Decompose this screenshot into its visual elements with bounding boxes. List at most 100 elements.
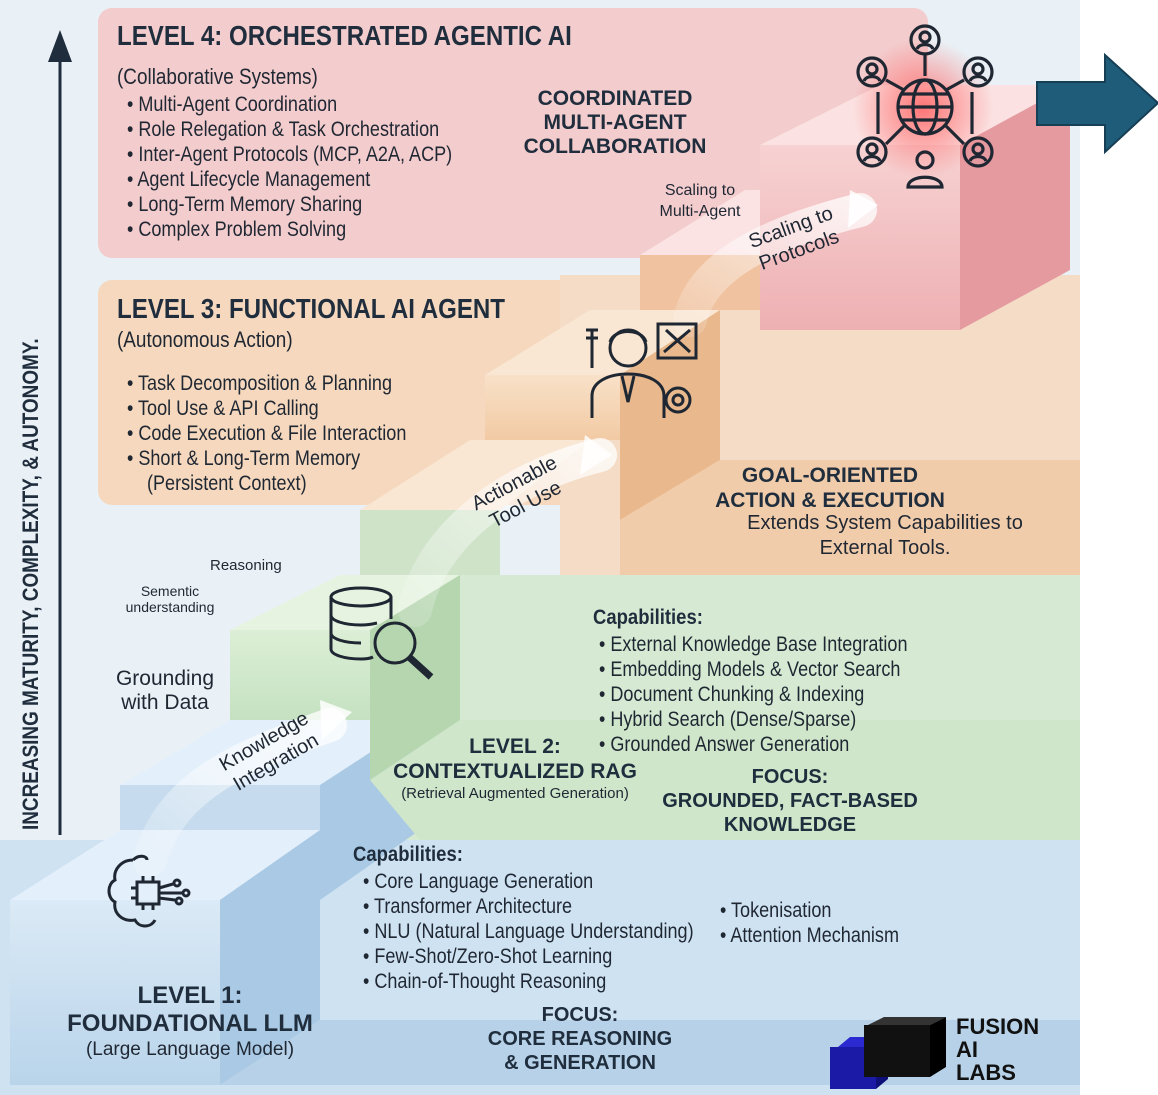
label-line: Sementic <box>140 583 200 599</box>
level1-title-line: LEVEL 1: <box>137 982 243 1009</box>
level4-focus: COORDINATED MULTI-AGENT COLLABORATION <box>520 87 710 159</box>
list-item: Code Execution & File Interaction <box>127 421 506 446</box>
list-item: Task Decomposition & Planning <box>127 371 506 396</box>
level1-title-line: FOUNDATIONAL LLM <box>67 1010 313 1037</box>
next-arrow <box>1036 52 1158 155</box>
list-item: Multi-Agent Coordination <box>127 92 573 117</box>
brain-chip-icon <box>107 854 191 928</box>
flow-ribbon-1 <box>133 708 347 877</box>
step1-front <box>10 900 220 1085</box>
capabilities-heading: Capabilities: <box>593 606 703 629</box>
focus-line: MULTI-AGENT <box>543 111 687 134</box>
list-item: Short & Long-Term Memory <box>127 446 506 471</box>
reasoning-label: Reasoning <box>210 557 282 574</box>
level1-focus: FOCUS: CORE REASONING & GENERATION <box>460 1003 700 1075</box>
list-item: Grounded Answer Generation <box>599 732 908 757</box>
focus-line: COORDINATED <box>537 87 693 110</box>
flow-arrowhead-3 <box>848 190 878 228</box>
note-line: Scaling to <box>664 182 736 199</box>
list-item: Inter-Agent Protocols (MCP, A2A, ACP) <box>127 142 573 167</box>
level1-extra-bullets: Tokenisation Attention Mechanism <box>720 898 899 948</box>
level3-bullets: Task Decomposition & Planning Tool Use &… <box>127 371 506 471</box>
focus-line: FOCUS: <box>751 766 829 788</box>
focus-line: CORE REASONING <box>487 1028 673 1050</box>
level4-bullets: Multi-Agent Coordination Role Relegation… <box>127 92 573 242</box>
step3b-front <box>485 375 620 440</box>
level3-subtitle: (Autonomous Action) <box>117 327 293 352</box>
database-search-icon <box>329 586 434 680</box>
axis-arrowhead <box>48 30 72 62</box>
focus-line: KNOWLEDGE <box>723 814 857 836</box>
level2-bullets: External Knowledge Base Integration Embe… <box>599 632 908 757</box>
level2-subtitle: (Retrieval Augmented Generation) <box>401 785 629 802</box>
list-item: NLU (Natural Language Understanding) <box>363 919 693 944</box>
list-item: Role Relegation & Task Orchestration <box>127 117 573 142</box>
note-line: Multi-Agent <box>659 203 741 220</box>
list-item: Attention Mechanism <box>720 923 899 948</box>
step3-base <box>620 460 1080 575</box>
list-item: Document Chunking & Indexing <box>599 682 908 707</box>
focus-line: COLLABORATION <box>523 135 707 158</box>
list-item: Complex Problem Solving <box>127 217 573 242</box>
brand-cube-icon <box>830 1017 946 1089</box>
brand-wordmark: FUSION AI LABS <box>956 1015 1039 1084</box>
level4-subtitle: (Collaborative Systems) <box>117 64 318 89</box>
focus-line: ACTION & EXECUTION <box>715 489 945 512</box>
brand-line: FUSION <box>956 1014 1040 1039</box>
step2-side <box>370 575 460 780</box>
focus-line: FOCUS: <box>541 1004 619 1026</box>
brand-line: LABS <box>956 1060 1016 1085</box>
focus-line: GROUNDED, FACT-BASED <box>662 790 918 812</box>
brand-line: AI <box>956 1037 978 1062</box>
multi-agent-network-icon <box>856 24 994 189</box>
step3b-top <box>485 310 720 375</box>
step2-top <box>230 575 460 630</box>
step1-side <box>220 830 320 1085</box>
label-line: understanding <box>125 599 215 615</box>
step3b-side <box>620 310 720 520</box>
level1-bullets: Core Language Generation Transformer Arc… <box>363 869 694 994</box>
list-item: Hybrid Search (Dense/Sparse) <box>599 707 908 732</box>
list-item: Transformer Architecture <box>363 894 694 919</box>
list-item: Chain-of-Thought Reasoning <box>363 969 694 994</box>
capabilities-heading: Capabilities: <box>353 843 463 866</box>
list-item: Tokenisation <box>720 898 899 923</box>
level2-title-line: CONTEXTUALIZED RAG <box>393 760 637 783</box>
label-line: with Data <box>121 691 209 714</box>
flow-ribbon-2 <box>398 438 617 627</box>
level2-title-line: LEVEL 2: <box>469 735 561 758</box>
level4-block: LEVEL 4: ORCHESTRATED AGENTIC AI (Collab… <box>117 20 646 242</box>
step4b-front <box>760 145 960 330</box>
level2-title-block: LEVEL 2: CONTEXTUALIZED RAG (Retrieval A… <box>385 735 645 803</box>
brand-logo: FUSION AI LABS <box>828 1015 1039 1090</box>
list-item: Long-Term Memory Sharing <box>127 192 573 217</box>
step4b-side <box>960 85 1070 330</box>
desc-line: Extends System Capabilities to <box>747 512 1023 534</box>
focus-line: & GENERATION <box>504 1052 656 1074</box>
level3-focus-desc: Extends System Capabilities to External … <box>730 511 1040 561</box>
level1-capabilities: Capabilities: Core Language Generation T… <box>353 843 747 994</box>
level1-subtitle: (Large Language Model) <box>85 1039 295 1060</box>
list-item: Embedding Models & Vector Search <box>599 657 908 682</box>
list-item: Tool Use & API Calling <box>127 396 506 421</box>
semantic-label: Sementic understanding <box>110 583 230 615</box>
level3-title: LEVEL 3: FUNCTIONAL AI AGENT <box>117 293 505 324</box>
level2-focus: FOCUS: GROUNDED, FACT-BASED KNOWLEDGE <box>650 765 930 837</box>
focus-line: GOAL-ORIENTED <box>741 464 919 487</box>
desc-line: External Tools. <box>819 537 951 559</box>
level3-focus: GOAL-ORIENTED ACTION & EXECUTION <box>700 463 960 513</box>
level4-title: LEVEL 4: ORCHESTRATED AGENTIC AI <box>117 20 572 51</box>
step3a-top <box>360 440 590 510</box>
flow-arrowhead-2 <box>580 435 612 475</box>
label-line: Grounding <box>115 667 215 690</box>
level4-scaling-note: Scaling to Multi-Agent <box>640 180 760 222</box>
agent-with-tools-icon <box>586 322 698 418</box>
flow-arrowhead-1 <box>320 700 352 740</box>
level3-block: LEVEL 3: FUNCTIONAL AI AGENT (Autonomous… <box>117 293 568 496</box>
level2-capabilities: Capabilities: External Knowledge Base In… <box>593 606 958 757</box>
level1-title-block: LEVEL 1: FOUNDATIONAL LLM (Large Languag… <box>60 982 320 1062</box>
list-item: Core Language Generation <box>363 869 694 894</box>
grounding-label: Grounding with Data <box>100 667 230 715</box>
axis-label: INCREASING MATURITY, COMPLEXITY, & AUTON… <box>18 338 43 830</box>
